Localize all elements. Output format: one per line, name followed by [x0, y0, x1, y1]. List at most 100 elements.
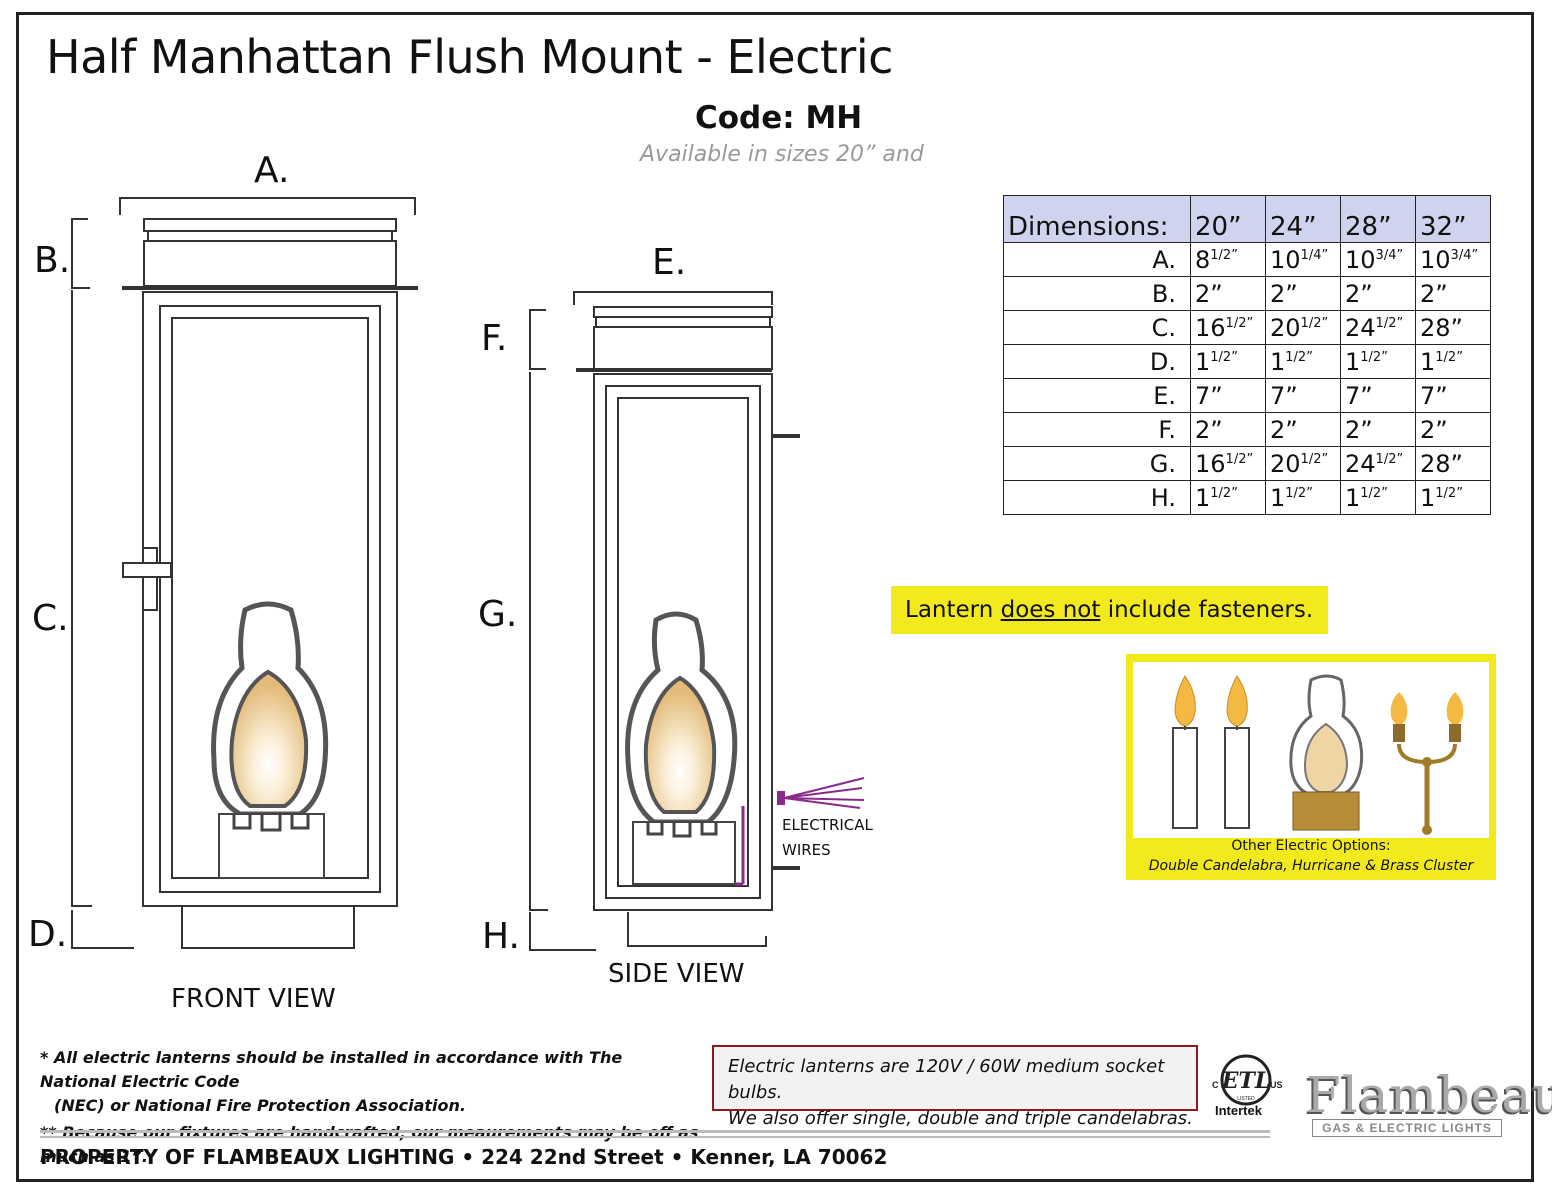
- dimension-fraction: 1/2”: [1285, 349, 1313, 365]
- side-view-drawing: [529, 291, 800, 951]
- dimension-cell: 241/2”: [1340, 310, 1416, 345]
- dimension-fraction: 1/2”: [1210, 485, 1238, 501]
- dimension-whole: 10: [1420, 245, 1451, 274]
- dim-label-b: B.: [34, 240, 71, 281]
- footnote-line-1: * All electric lanterns should be instal…: [40, 1048, 623, 1091]
- etl-us-text: US: [1270, 1080, 1282, 1090]
- dimension-cell: 2”: [1265, 276, 1341, 311]
- etl-mark-text: ETL: [1221, 1068, 1271, 1094]
- dimension-whole: 1: [1270, 483, 1286, 512]
- dimension-whole: 28”: [1420, 313, 1463, 342]
- dim-label-d: D.: [28, 914, 68, 955]
- table-header-row: Dimensions: 20” 24” 28” 32”: [1003, 195, 1491, 243]
- table-header-cell: 24”: [1265, 195, 1341, 243]
- dimension-whole: 1: [1345, 347, 1361, 376]
- dimension-fraction: 1/4”: [1300, 247, 1329, 263]
- table-row: A.81/2”101/4”103/4”103/4”: [1003, 242, 1491, 277]
- dimension-whole: 1: [1270, 347, 1286, 376]
- dimension-cell: 2”: [1340, 276, 1416, 311]
- dimension-cell: 7”: [1415, 378, 1491, 413]
- brand-logo: Flambeaux: [1306, 1066, 1552, 1124]
- dimension-whole: 1: [1420, 483, 1436, 512]
- voltage-line-1: Electric lanterns are 120V / 60W medium …: [728, 1056, 1165, 1103]
- dimension-cell: 11/2”: [1340, 480, 1416, 515]
- dimension-fraction: 1/2”: [1225, 315, 1254, 331]
- dimension-whole: 16: [1195, 449, 1226, 478]
- dimension-cell: 28”: [1415, 446, 1491, 481]
- table-header-cell: 28”: [1340, 195, 1416, 243]
- hurricane-illustration: [1289, 674, 1364, 831]
- dimension-whole: 1: [1195, 483, 1211, 512]
- dimension-fraction: 1/2”: [1225, 451, 1254, 467]
- dimension-whole: 1: [1345, 483, 1361, 512]
- etl-c-text: C: [1212, 1080, 1219, 1090]
- dimension-cell: 161/2”: [1190, 446, 1266, 481]
- dimension-whole: 2”: [1270, 279, 1298, 308]
- dimension-whole: 2”: [1195, 415, 1223, 444]
- dimension-cell: 2”: [1190, 276, 1266, 311]
- dimension-cell: 2”: [1340, 412, 1416, 447]
- brand-tagline: GAS & ELECTRIC LIGHTS: [1312, 1119, 1502, 1137]
- electrical-label-1: ELECTRICAL: [782, 816, 873, 834]
- row-label: D.: [1003, 344, 1191, 379]
- front-view-label: FRONT VIEW: [171, 984, 336, 1014]
- dimension-cell: 161/2”: [1190, 310, 1266, 345]
- product-code: Code: MH: [695, 100, 863, 136]
- dim-label-e: E.: [652, 242, 687, 283]
- divider-line-2: [40, 1136, 1270, 1138]
- voltage-info-box: Electric lanterns are 120V / 60W medium …: [712, 1045, 1198, 1129]
- dimension-fraction: 1/2”: [1210, 349, 1238, 365]
- dimension-fraction: 1/2”: [1285, 485, 1313, 501]
- dimension-fraction: 1/2”: [1435, 349, 1463, 365]
- dimension-fraction: 1/2”: [1210, 247, 1238, 263]
- dimension-whole: 8: [1195, 245, 1211, 274]
- double-candelabra-illustration: [1172, 675, 1250, 829]
- note-text-after: include fasteners.: [1100, 597, 1314, 623]
- table-header-cell: Dimensions:: [1003, 195, 1191, 243]
- divider-line-1: [40, 1130, 1270, 1133]
- dim-label-f: F.: [481, 318, 508, 359]
- fasteners-note: Lantern does not include fasteners.: [891, 586, 1328, 634]
- table-row: B.2”2”2”2”: [1003, 276, 1491, 311]
- dimension-cell: 2”: [1190, 412, 1266, 447]
- table-row: H.11/2”11/2”11/2”11/2”: [1003, 480, 1491, 515]
- side-view-label: SIDE VIEW: [608, 959, 745, 989]
- dimension-cell: 7”: [1265, 378, 1341, 413]
- dim-label-g: G.: [478, 594, 518, 635]
- dimension-fraction: 1/2”: [1360, 349, 1388, 365]
- dimension-whole: 2”: [1345, 279, 1373, 308]
- page-title: Half Manhattan Flush Mount - Electric: [46, 30, 893, 84]
- dimension-whole: 2”: [1420, 279, 1448, 308]
- dimension-fraction: 1/2”: [1360, 485, 1388, 501]
- dimension-cell: 201/2”: [1265, 446, 1341, 481]
- dimension-whole: 10: [1345, 245, 1376, 274]
- side-lamp: [625, 611, 745, 886]
- dimension-whole: 1: [1420, 347, 1436, 376]
- dimension-whole: 2”: [1270, 415, 1298, 444]
- dimension-whole: 20: [1270, 313, 1301, 342]
- etl-listed-icon: ETL C US LISTED: [1212, 1054, 1282, 1106]
- row-label: E.: [1003, 378, 1191, 413]
- brass-cluster-illustration: [1390, 692, 1464, 835]
- electrical-wires: [777, 777, 865, 809]
- dimension-fraction: 1/2”: [1300, 451, 1329, 467]
- electrical-label-2: WIRES: [782, 841, 831, 859]
- footnote-line-2: (NEC) or National Fire Protection Associ…: [54, 1096, 466, 1115]
- dimension-fraction: 1/2”: [1435, 485, 1463, 501]
- note-text-underlined: does not: [1000, 597, 1101, 623]
- dimension-whole: 2”: [1345, 415, 1373, 444]
- dimension-cell: 2”: [1265, 412, 1341, 447]
- dimension-cell: 7”: [1190, 378, 1266, 413]
- dimension-cell: 2”: [1415, 412, 1491, 447]
- dimension-cell: 11/2”: [1190, 344, 1266, 379]
- electric-options-panel: Other Electric Options: Double Candelabr…: [1126, 654, 1496, 880]
- dimension-cell: 11/2”: [1190, 480, 1266, 515]
- dimension-whole: 7”: [1345, 381, 1373, 410]
- dimension-cell: 103/4”: [1340, 242, 1416, 277]
- row-label: G.: [1003, 446, 1191, 481]
- dimensions-table: Dimensions: 20” 24” 28” 32” A.81/2”101/4…: [1003, 195, 1491, 515]
- dimension-whole: 1: [1195, 347, 1211, 376]
- row-label: F.: [1003, 412, 1191, 447]
- dimension-whole: 7”: [1420, 381, 1448, 410]
